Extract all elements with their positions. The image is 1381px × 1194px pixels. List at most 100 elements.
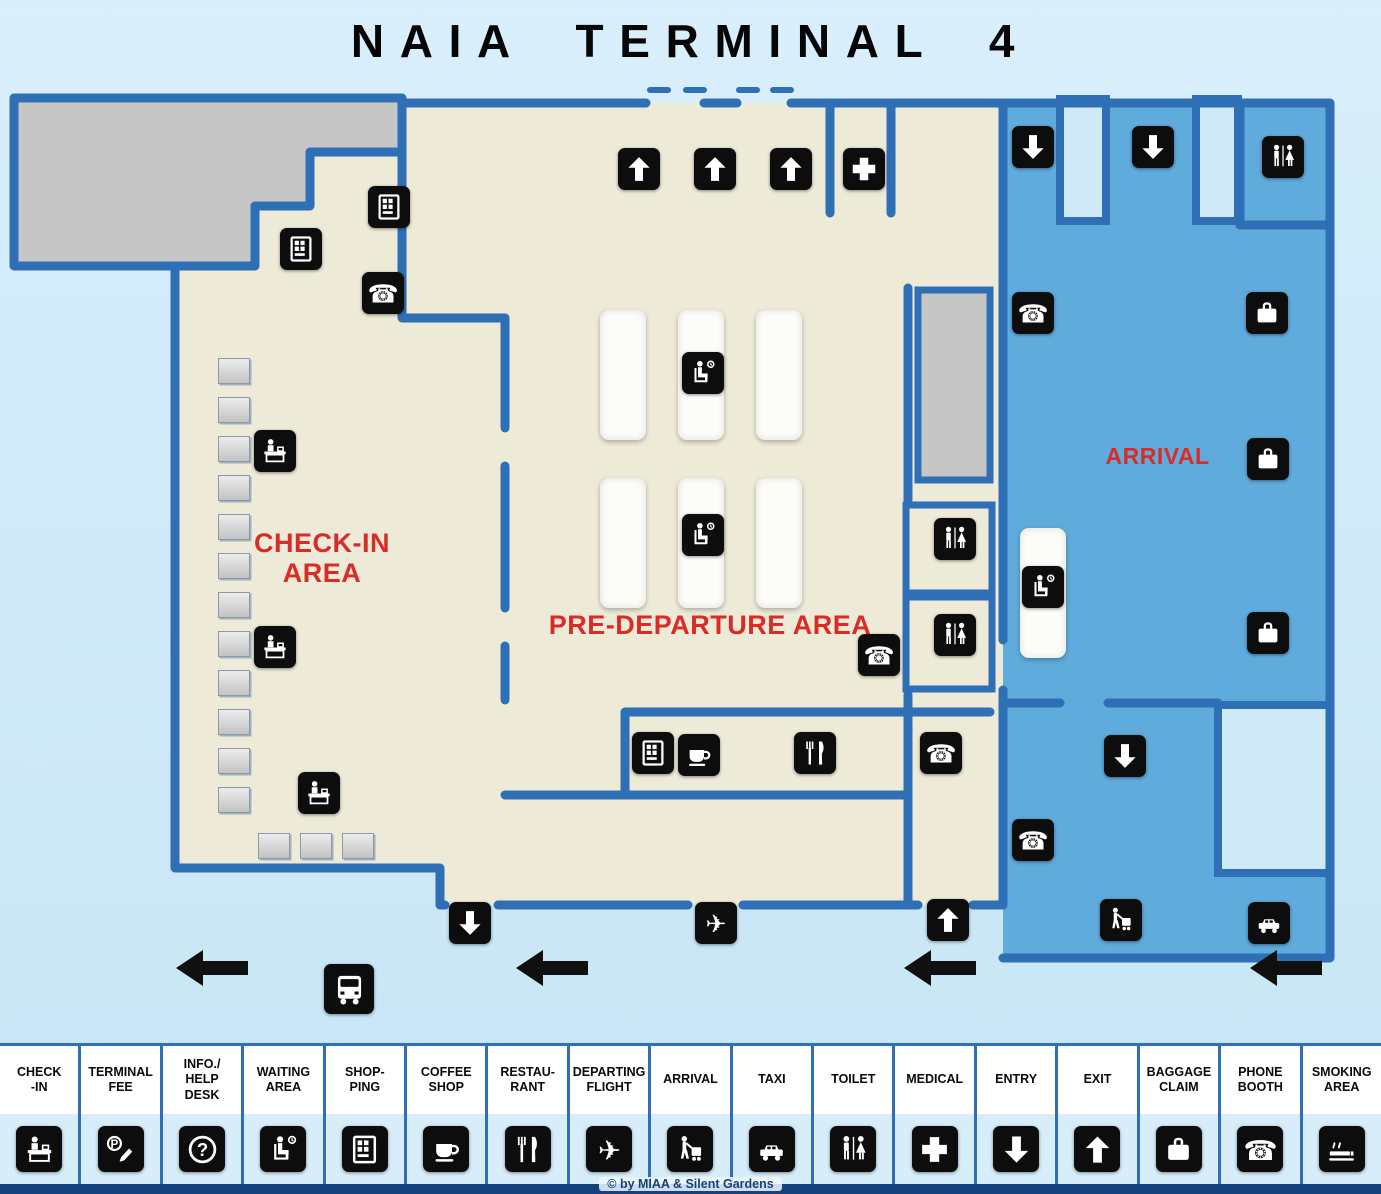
- left-arrow-icon: [516, 950, 588, 986]
- check-in-counter: [218, 397, 250, 423]
- coffee-shop-icon: [678, 734, 720, 776]
- entry-down-arrow-icon: [449, 902, 491, 944]
- legend-item-entry: ENTRY: [973, 1046, 1056, 1184]
- shopping-icon: [341, 1126, 388, 1172]
- entry-corridor: [1192, 95, 1242, 225]
- legend-label-smoking-area: SMOKING AREA: [1302, 1046, 1381, 1114]
- legend-icon-cell: [0, 1114, 79, 1184]
- exit-up-arrow-icon: [927, 899, 969, 941]
- legend-label-check-in: CHECK -IN: [0, 1046, 79, 1114]
- check-in-counter: [218, 787, 250, 813]
- copyright-text: © by MIAA & Silent Gardens: [599, 1177, 782, 1191]
- legend-item-medical: MEDICAL: [892, 1046, 974, 1184]
- legend-item-baggage-claim: BAGGAGE CLAIM: [1136, 1046, 1219, 1184]
- phone-booth-icon: [1237, 1126, 1284, 1172]
- check-in-counter: [218, 631, 250, 657]
- phone-booth-icon: [920, 732, 962, 774]
- legend-item-shopping: SHOP- PING: [322, 1046, 405, 1184]
- arrival-icon: [667, 1126, 714, 1172]
- legend-label-restaurant: RESTAU- RANT: [488, 1046, 567, 1114]
- legend-label-terminal-fee: TERMINAL FEE: [81, 1046, 160, 1114]
- legend-label-entry: ENTRY: [976, 1046, 1056, 1114]
- legend-icon-cell: [81, 1114, 160, 1184]
- toilet-icon: [934, 518, 976, 560]
- left-arrow-icon: [1250, 950, 1322, 986]
- shuttle-bus-icon: [324, 964, 374, 1014]
- phone-booth-icon: [1012, 292, 1054, 334]
- left-arrow-icon: [176, 950, 248, 986]
- exit-up-arrow-icon: [618, 148, 660, 190]
- entry-corridor: [1056, 95, 1110, 225]
- page-title: NAIA TERMINAL 4: [350, 15, 1031, 67]
- taxi-icon: [748, 1126, 795, 1172]
- baggage-claim-icon: [1246, 292, 1288, 334]
- legend-label-waiting-area: WAITING AREA: [244, 1046, 323, 1114]
- left-arrow-icon: [904, 950, 976, 986]
- legend-item-coffee-shop: COFFEE SHOP: [404, 1046, 486, 1184]
- legend-icon-cell: [732, 1114, 812, 1184]
- legend-icon-cell: [651, 1114, 730, 1184]
- terminal-fee-icon: [97, 1126, 144, 1172]
- check-in-desk-icon: [254, 626, 296, 668]
- restaurant-icon: [794, 732, 836, 774]
- baggage-claim-icon: [1247, 438, 1289, 480]
- service-block: [914, 286, 994, 484]
- legend-icon-cell: [976, 1114, 1056, 1184]
- shop-icon: [368, 186, 410, 228]
- seating-bench: [600, 310, 646, 440]
- legend-label-shopping: SHOP- PING: [325, 1046, 405, 1114]
- legend-label-exit: EXIT: [1058, 1046, 1137, 1114]
- legend-item-toilet: TOILET: [811, 1046, 893, 1184]
- legend-label-taxi: TAXI: [732, 1046, 812, 1114]
- legend-item-arrival: ARRIVAL: [648, 1046, 730, 1184]
- phone-booth-icon: [1012, 819, 1054, 861]
- exit-up-arrow-icon: [694, 148, 736, 190]
- legend-icon-cell: [407, 1114, 486, 1184]
- legend-icon-cell: [1058, 1114, 1137, 1184]
- legend-item-terminal-fee: TERMINAL FEE: [78, 1046, 160, 1184]
- check-in-area-label: CHECK-IN AREA: [254, 528, 390, 589]
- smoking-area-icon: [1318, 1126, 1365, 1172]
- entry-down-arrow-icon: [1104, 735, 1146, 777]
- toilet-room: [902, 501, 996, 597]
- legend-item-smoking-area: SMOKING AREA: [1299, 1046, 1381, 1184]
- legend-icon-cell: [1139, 1114, 1219, 1184]
- departing-flight-icon: [695, 902, 737, 944]
- legend-item-phone-booth: PHONE BOOTH: [1218, 1046, 1300, 1184]
- entry-down-arrow-icon: [1012, 126, 1054, 168]
- legend-item-info-help-desk: INFO./ HELP DESK: [159, 1046, 242, 1184]
- shop-icon: [280, 228, 322, 270]
- legend-icon-cell: [325, 1114, 405, 1184]
- check-in-counter: [258, 833, 290, 859]
- baggage-claim-icon: [1247, 612, 1289, 654]
- check-in-counter: [218, 475, 250, 501]
- legend-label-medical: MEDICAL: [895, 1046, 974, 1114]
- seating-bench: [756, 478, 802, 608]
- legend-item-restaurant: RESTAU- RANT: [485, 1046, 567, 1184]
- toilet-icon: [830, 1126, 877, 1172]
- exit-corridor: [1214, 701, 1334, 877]
- check-in-counter: [218, 592, 250, 618]
- terminal-wing: [9, 93, 407, 271]
- check-in-counter: [218, 514, 250, 540]
- check-in-counter: [218, 436, 250, 462]
- waiting-area-icon: [682, 514, 724, 556]
- entry-down-arrow-icon: [1132, 126, 1174, 168]
- restaurant-icon: [504, 1126, 551, 1172]
- legend-label-toilet: TOILET: [814, 1046, 893, 1114]
- coffee-shop-icon: [423, 1126, 470, 1172]
- legend-label-arrival: ARRIVAL: [651, 1046, 730, 1114]
- toilet-icon: [934, 614, 976, 656]
- legend-item-check-in: CHECK -IN: [0, 1046, 79, 1184]
- check-in-counter: [218, 358, 250, 384]
- legend-icon-cell: [569, 1114, 649, 1184]
- exit-icon: [1074, 1126, 1121, 1172]
- legend-icon-cell: [814, 1114, 893, 1184]
- waiting-area-icon: [1022, 566, 1064, 608]
- check-in-desk-icon: [254, 430, 296, 472]
- legend-item-waiting-area: WAITING AREA: [241, 1046, 323, 1184]
- check-in-counter: [218, 553, 250, 579]
- arrival-area-label: ARRIVAL: [1105, 443, 1210, 469]
- copyright: © by MIAA & Silent Gardens: [0, 1177, 1381, 1191]
